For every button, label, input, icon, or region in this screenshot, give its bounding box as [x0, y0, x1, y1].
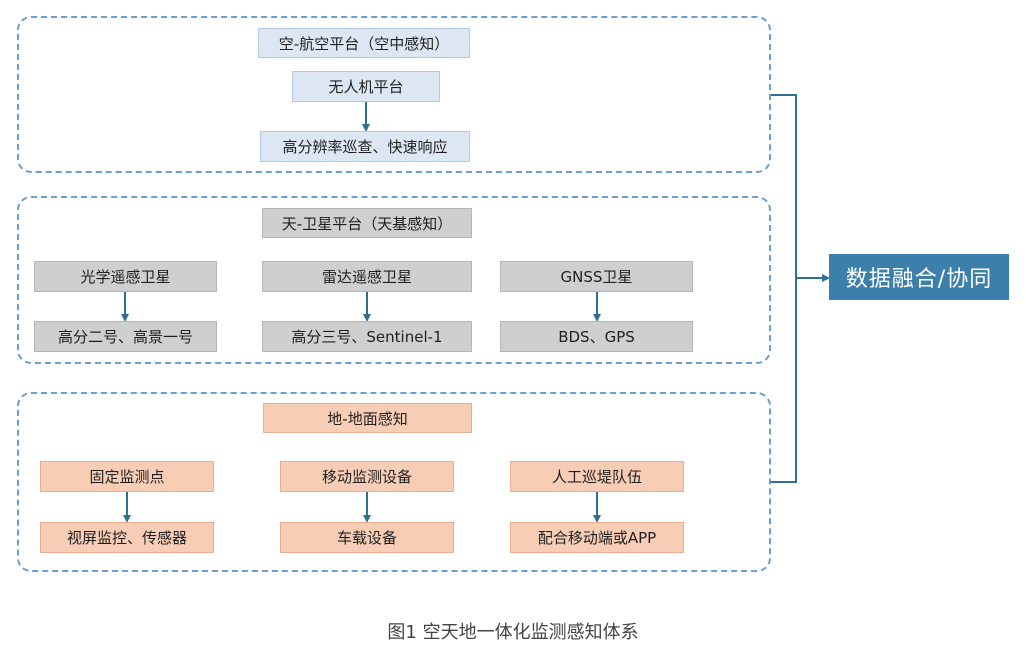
manual-patrol-examples: 配合移动端或APP [510, 522, 684, 553]
ground-title: 地-地面感知 [263, 403, 472, 433]
air-title: 空-航空平台（空中感知） [258, 28, 470, 58]
space-platform-group [17, 196, 771, 364]
gnss-satellite-examples: BDS、GPS [500, 321, 693, 352]
manual-patrol-team: 人工巡堤队伍 [510, 461, 684, 492]
radar-satellite-examples: 高分三号、Sentinel-1 [262, 321, 472, 352]
air-capability: 高分辨率巡查、快速响应 [260, 131, 470, 162]
mobile-monitoring-examples: 车载设备 [280, 522, 454, 553]
fixed-monitoring-examples: 视屏监控、传感器 [40, 522, 214, 553]
ground-sensing-group [17, 392, 771, 572]
fixed-monitoring-point: 固定监测点 [40, 461, 214, 492]
optical-satellite: 光学遥感卫星 [34, 261, 217, 292]
radar-satellite: 雷达遥感卫星 [262, 261, 472, 292]
gnss-satellite: GNSS卫星 [500, 261, 693, 292]
data-fusion-node: 数据融合/协同 [829, 254, 1009, 300]
optical-satellite-examples: 高分二号、高景一号 [34, 321, 217, 352]
air-platform-group [17, 16, 771, 173]
fusion-bracket [771, 94, 797, 483]
space-title: 天-卫星平台（天基感知） [262, 208, 472, 238]
figure-caption: 图1 空天地一体化监测感知体系 [387, 622, 639, 643]
uav-platform: 无人机平台 [292, 71, 440, 102]
mobile-monitoring-device: 移动监测设备 [280, 461, 454, 492]
